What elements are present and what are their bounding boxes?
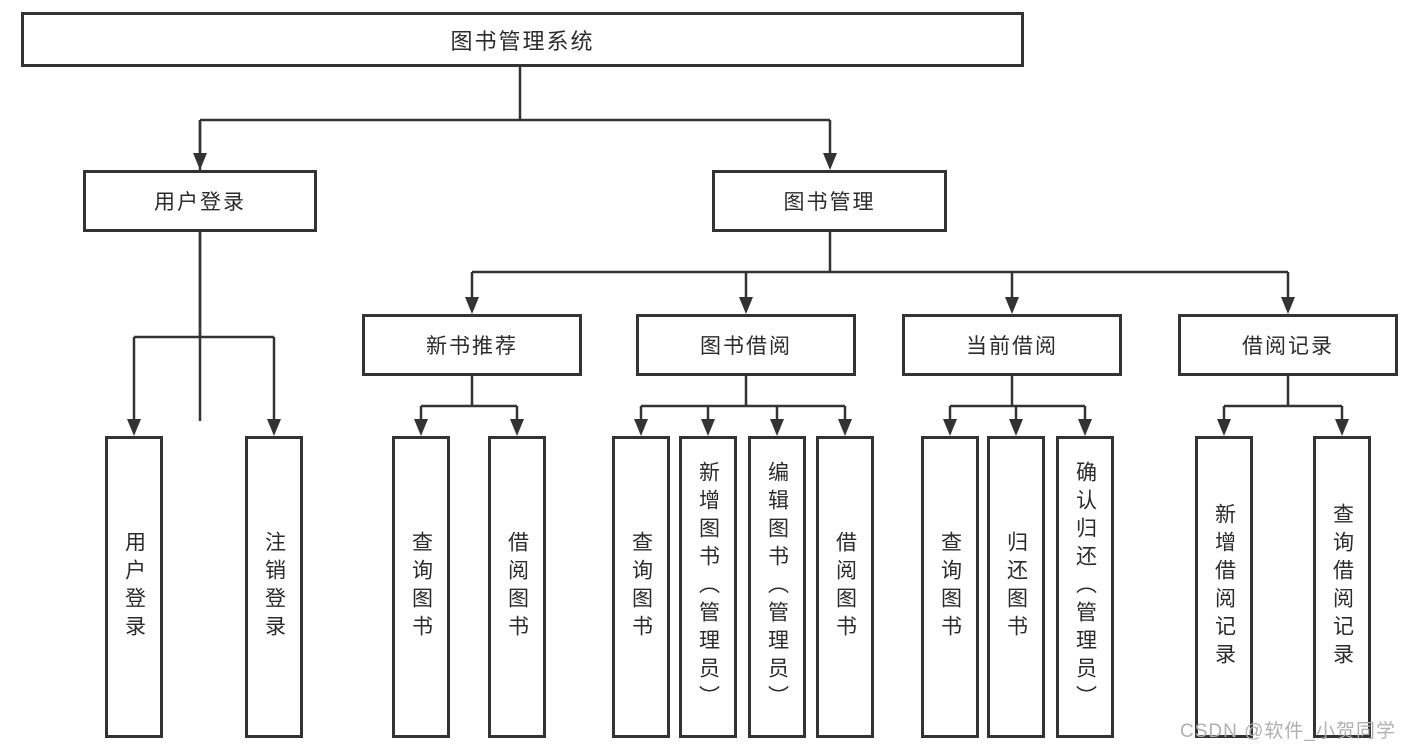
node-root-system: 图书管理系统 — [21, 12, 1024, 67]
node-leaf-return-books: 归还图书 — [987, 436, 1045, 738]
arrow-down-icon — [943, 419, 957, 436]
node-leaf-edit-books-admin: 编辑图书（管理员） — [748, 436, 806, 738]
node-leaf-borrow-books-recommend: 借阅图书 — [488, 436, 546, 738]
node-leaf-logout: 注销登录 — [245, 436, 303, 738]
arrow-down-icon — [1009, 419, 1023, 436]
arrow-down-icon — [823, 153, 837, 170]
node-book-management: 图书管理 — [712, 170, 947, 232]
arrow-down-icon — [267, 419, 281, 436]
arrow-down-icon — [739, 297, 753, 314]
arrow-down-icon — [127, 419, 141, 436]
node-user-login: 用户登录 — [83, 170, 317, 232]
node-leaf-query-books-recommend: 查询图书 — [392, 436, 450, 738]
connector-new-book-to-leaves — [419, 376, 519, 427]
node-leaf-confirm-return-admin: 确认归还（管理员） — [1056, 436, 1114, 738]
node-leaf-add-books-admin: 新增图书（管理员） — [679, 436, 737, 738]
arrow-down-icon — [465, 297, 479, 314]
connector-borrow-records-to-leaves — [1222, 376, 1344, 427]
node-book-borrow: 图书借阅 — [636, 314, 856, 376]
watermark: CSDN @软件_小贺同学 — [1180, 721, 1396, 742]
node-leaf-borrow-books: 借阅图书 — [816, 436, 874, 738]
arrow-down-icon — [1217, 419, 1231, 436]
node-borrow-records: 借阅记录 — [1178, 314, 1398, 376]
connector-user-login-to-leaves — [132, 232, 276, 427]
arrow-down-icon — [510, 419, 524, 436]
connector-book-management-to-level3 — [470, 232, 1290, 305]
arrow-down-icon — [1281, 297, 1295, 314]
node-leaf-add-borrow-record: 新增借阅记录 — [1195, 436, 1253, 738]
arrow-down-icon — [701, 419, 715, 436]
node-leaf-query-books-borrow: 查询图书 — [612, 436, 670, 738]
node-leaf-user-login: 用户登录 — [105, 436, 163, 738]
arrow-down-icon — [1078, 419, 1092, 436]
node-leaf-query-books-current: 查询图书 — [921, 436, 979, 738]
node-current-borrow: 当前借阅 — [902, 314, 1122, 376]
arrow-down-icon — [193, 153, 207, 170]
connector-current-borrow-to-leaves — [948, 376, 1087, 427]
node-new-book-recommend: 新书推荐 — [362, 314, 582, 376]
arrow-down-icon — [1335, 419, 1349, 436]
node-leaf-query-borrow-record: 查询借阅记录 — [1313, 436, 1371, 738]
arrow-down-icon — [838, 419, 852, 436]
arrow-down-icon — [770, 419, 784, 436]
arrow-down-icon — [634, 419, 648, 436]
connector-book-borrow-to-leaves — [639, 376, 847, 427]
arrow-down-icon — [1005, 297, 1019, 314]
arrow-down-icon — [414, 419, 428, 436]
